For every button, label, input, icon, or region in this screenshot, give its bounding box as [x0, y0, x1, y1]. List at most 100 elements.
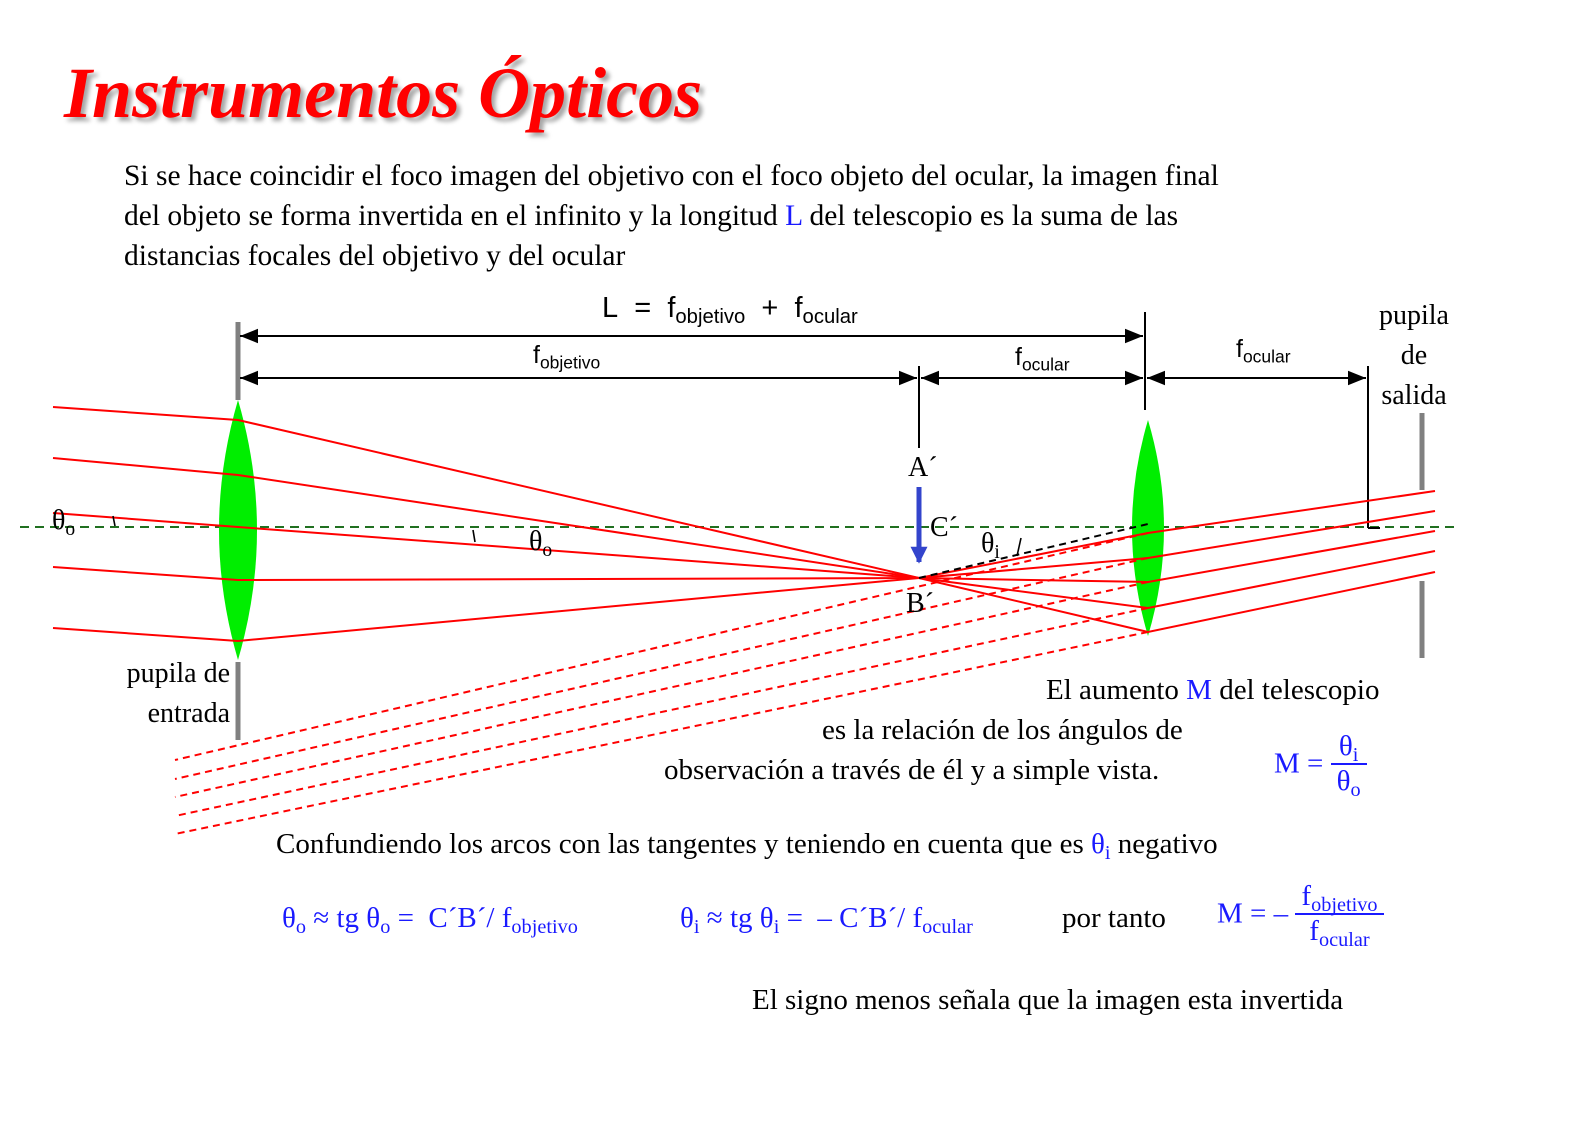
aumento-a: El aumento — [1046, 674, 1187, 706]
theta-o-mid-s: o — [542, 539, 553, 561]
M-final-lhs: M = – — [1217, 897, 1289, 930]
label-point-B: B´ — [906, 588, 934, 619]
theta-o-left-s: o — [65, 518, 76, 540]
intro-line-2: del objeto se forma invertida en el infi… — [124, 196, 1219, 236]
confund-theta-i: θi — [1091, 828, 1111, 863]
M-final-num-f: f — [1301, 880, 1312, 912]
confundiendo-line: Confundiendo los arcos con las tangentes… — [276, 828, 1218, 863]
signo-note: El signo menos señala que la imagen esta… — [752, 984, 1344, 1016]
theta-o-left-t: θ — [52, 505, 66, 536]
eq1-t2: θ — [366, 902, 381, 934]
L-formula-label: L = fobjetivo + focular — [602, 292, 858, 329]
L-f2: f — [794, 292, 803, 324]
L-sub2: ocular — [802, 306, 858, 329]
eq2-rhs: = – C´B´/ f — [779, 902, 923, 934]
M-final-den-s: ocular — [1318, 929, 1370, 952]
L-f1: f — [667, 292, 676, 324]
eq1-s2: o — [380, 916, 391, 939]
label-pupila-salida: pupila de salida — [1360, 296, 1468, 416]
label-point-C: C´ — [930, 512, 958, 543]
label-point-A: A´ — [908, 452, 938, 483]
confund-a: Confundiendo los arcos con las tangentes… — [276, 828, 1091, 860]
aumento-M: M — [1186, 674, 1212, 706]
objective-lens — [219, 400, 257, 660]
eq1-fs: objetivo — [511, 916, 578, 939]
eq1-approx: ≈ tg — [306, 902, 367, 934]
theta-i-ray — [918, 523, 1149, 579]
f-objetivo-f: f — [533, 341, 540, 369]
M-ratio-num-s: i — [1352, 744, 1359, 767]
M-final-fraction: fobjetivo focular — [1295, 880, 1384, 952]
f-ocular-2-sub: ocular — [1242, 346, 1291, 367]
confund-s: i — [1104, 842, 1111, 865]
M-ratio-numerator: θi — [1330, 730, 1367, 767]
f-objetivo-sub: objetivo — [539, 352, 601, 373]
M-final-denominator: focular — [1295, 915, 1383, 952]
eq2-fs: ocular — [922, 916, 973, 939]
aumento-line-1: El aumento M del telescopio — [1046, 674, 1379, 707]
eq2-t2: θ — [759, 902, 774, 934]
confund-t: θ — [1091, 828, 1105, 860]
intro-L-symbol: L — [785, 200, 803, 232]
M-final-num-s: objetivo — [1311, 894, 1378, 917]
por-tanto-label: por tanto — [1062, 902, 1166, 934]
L-equals: = — [634, 292, 652, 324]
eq1-s1: o — [295, 916, 307, 939]
aumento-b: del telescopio — [1211, 674, 1380, 706]
eq1-t1: θ — [282, 902, 296, 934]
L-plus: + — [761, 292, 779, 324]
M-final-equation: M = – fobjetivo focular — [1217, 880, 1384, 952]
virtual-rays — [174, 532, 1149, 835]
dimension-lines — [240, 312, 1380, 529]
f-ocular-1-sub: ocular — [1021, 354, 1070, 375]
pupila-entrada-line-1: pupila de — [126, 658, 230, 689]
intro-line-1: Si se hace coincidir el foco imagen del … — [124, 160, 1219, 192]
aumento-line-2: es la relación de los ángulos de — [822, 714, 1183, 746]
eq2-t1: θ — [680, 902, 694, 934]
incoming-rays — [52, 406, 920, 643]
label-theta-o-left: θo — [52, 505, 76, 540]
label-theta-i: θi — [981, 528, 1000, 563]
M-ratio-denominator: θo — [1331, 765, 1367, 802]
intro-line-2-a: del objeto se forma invertida en el infi… — [124, 200, 786, 232]
M-ratio-fraction: θi θo — [1330, 730, 1367, 802]
M-ratio-lhs: M = — [1274, 747, 1324, 780]
eq2-approx: ≈ tg — [699, 902, 760, 934]
theta-i-t: θ — [981, 528, 995, 559]
label-f-ocular-2: focular — [1236, 335, 1291, 367]
angle-ticks — [112, 515, 1022, 557]
M-final-numerator: fobjetivo — [1295, 880, 1384, 917]
theta-o-mid-t: θ — [529, 526, 543, 557]
label-pupila-entrada: pupila de entrada — [70, 654, 230, 734]
M-ratio-num-t: θ — [1338, 730, 1353, 762]
M-final-den-f: f — [1309, 915, 1319, 947]
ocular-lens — [1132, 420, 1164, 636]
pupila-salida-line-1: pupila — [1379, 300, 1449, 331]
label-f-objetivo: fobjetivo — [533, 341, 601, 373]
equation-theta-o: θo ≈ tg θo = C´B´/ fobjetivo — [282, 902, 578, 939]
f-ocular-2-f: f — [1236, 335, 1243, 363]
intro-line-2-b: del telescopio es la suma de las — [802, 200, 1179, 232]
eq2-s1: i — [693, 916, 700, 939]
slide-title: Instrumentos Ópticos — [64, 53, 703, 133]
label-f-ocular-1: focular — [1015, 343, 1070, 375]
eq2-s2: i — [773, 916, 780, 939]
intro-paragraph: Si se hace coincidir el foco imagen del … — [124, 156, 1219, 276]
intro-line-3: distancias focales del objetivo y del oc… — [124, 240, 626, 272]
M-ratio-equation: M = θi θo — [1274, 730, 1367, 802]
theta-i-s: i — [994, 541, 1000, 563]
pupila-salida-line-2: de — [1400, 340, 1428, 371]
pupila-entrada-line-2: entrada — [147, 698, 230, 729]
f-ocular-1-f: f — [1015, 343, 1022, 371]
aumento-line-3: observación a través de él y a simple vi… — [664, 754, 1160, 786]
confund-b: negativo — [1110, 828, 1218, 860]
equation-theta-i: θi ≈ tg θi = – C´B´/ focular — [680, 902, 973, 939]
eq1-rhs: = C´B´/ f — [390, 902, 512, 934]
M-ratio-den-s: o — [1350, 779, 1361, 802]
L-symbol: L — [602, 292, 619, 324]
M-ratio-den-t: θ — [1336, 765, 1351, 797]
label-theta-o-mid: θo — [529, 526, 553, 561]
pupila-salida-line-3: salida — [1381, 380, 1447, 411]
L-sub1: objetivo — [675, 306, 746, 329]
